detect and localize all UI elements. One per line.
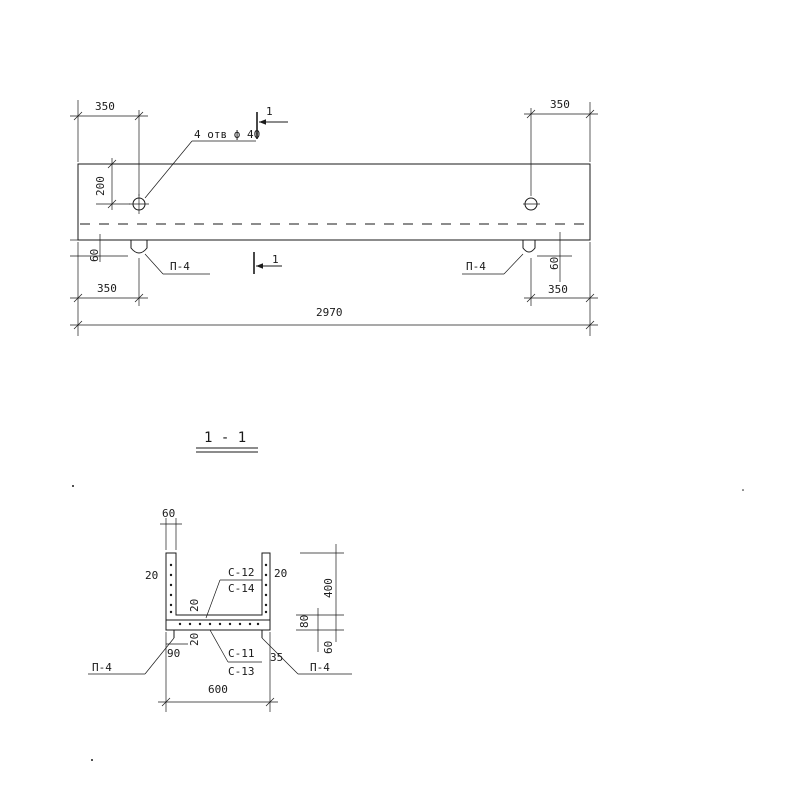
speck-b	[91, 759, 93, 761]
dim-60-top: 60	[160, 507, 182, 550]
dim-60-top-text: 60	[162, 507, 175, 520]
dim-60-right-text: 60	[548, 257, 561, 270]
label-c14: С-14	[228, 582, 255, 595]
label-c12: С-12	[228, 566, 255, 579]
section-view: 1 - 1 60 20 20	[88, 430, 352, 712]
dim-bottom-left: 350	[70, 242, 148, 336]
dim-600: 600	[158, 632, 278, 712]
dim-200-text: 200	[94, 176, 107, 196]
label-c11: С-11	[228, 647, 255, 660]
dim-400: 400	[322, 578, 335, 598]
dim-right-stack: 400 80 60	[296, 544, 344, 654]
speck-a	[72, 485, 74, 487]
dim-60-right: 60	[537, 232, 572, 282]
loop-left	[130, 240, 148, 254]
section-mark-top: 1	[256, 105, 288, 139]
hole-left	[129, 194, 149, 214]
holes-leader: 4 отв ϕ 40	[144, 128, 260, 199]
dim-350-bottom-left: 350	[97, 282, 117, 295]
dim-350-top-left: 350	[95, 100, 115, 113]
loop-right	[522, 240, 536, 253]
dim-20-left: 20	[145, 569, 158, 582]
dim-90: 90	[166, 643, 188, 660]
dim-350-top-right: 350	[550, 98, 570, 111]
section-loop-left-label: П-4	[92, 661, 112, 674]
hole-right	[523, 197, 540, 211]
dim-2970: 2970	[316, 306, 343, 319]
u-channel-outline	[165, 552, 271, 631]
loop-right-leader: П-4	[462, 253, 524, 275]
leader-c11-c13: С-11 С-13	[209, 629, 262, 678]
plan-view: 350 350 200 4 отв ϕ 40	[70, 98, 598, 336]
section-mark-bottom-label: 1	[272, 253, 279, 266]
holes-label: 4 отв ϕ 40	[194, 128, 260, 141]
dim-35: 35	[270, 651, 283, 664]
leader-c12-c14: С-12 С-14	[205, 566, 262, 619]
dim-350-bottom-right: 350	[548, 283, 568, 296]
dim-20-inner-b: 20	[188, 633, 201, 646]
speck-c	[742, 489, 744, 491]
dim-60-left-text: 60	[88, 249, 101, 262]
dim-600-text: 600	[208, 683, 228, 696]
dim-90-text: 90	[167, 647, 180, 660]
dim-20-right: 20	[274, 567, 287, 580]
section-loop-left-leader: П-4	[88, 637, 175, 675]
section-loop-right-leader: П-4	[261, 637, 352, 675]
section-mark-top-label: 1	[266, 105, 273, 118]
dim-20-inner-a: 20	[188, 599, 201, 612]
dim-top-right: 350	[524, 98, 598, 196]
section-title: 1 - 1	[204, 430, 246, 446]
dim-80: 80	[298, 615, 311, 628]
rebar-dots	[169, 563, 268, 626]
dim-top-left: 350	[70, 100, 148, 196]
dim-60-right: 60	[322, 641, 335, 654]
beam-outline	[77, 163, 591, 241]
label-c13: С-13	[228, 665, 255, 678]
section-mark-bottom: 1	[253, 252, 282, 274]
loop-left-label: П-4	[170, 260, 190, 273]
section-loop-right-label: П-4	[310, 661, 330, 674]
dim-bottom-right: 350	[524, 242, 598, 336]
dim-60-left: 60	[70, 234, 128, 262]
dim-total: 2970	[70, 306, 598, 330]
loop-left-leader: П-4	[144, 253, 210, 275]
loop-right-label: П-4	[466, 260, 486, 273]
dim-200: 200	[94, 158, 130, 210]
